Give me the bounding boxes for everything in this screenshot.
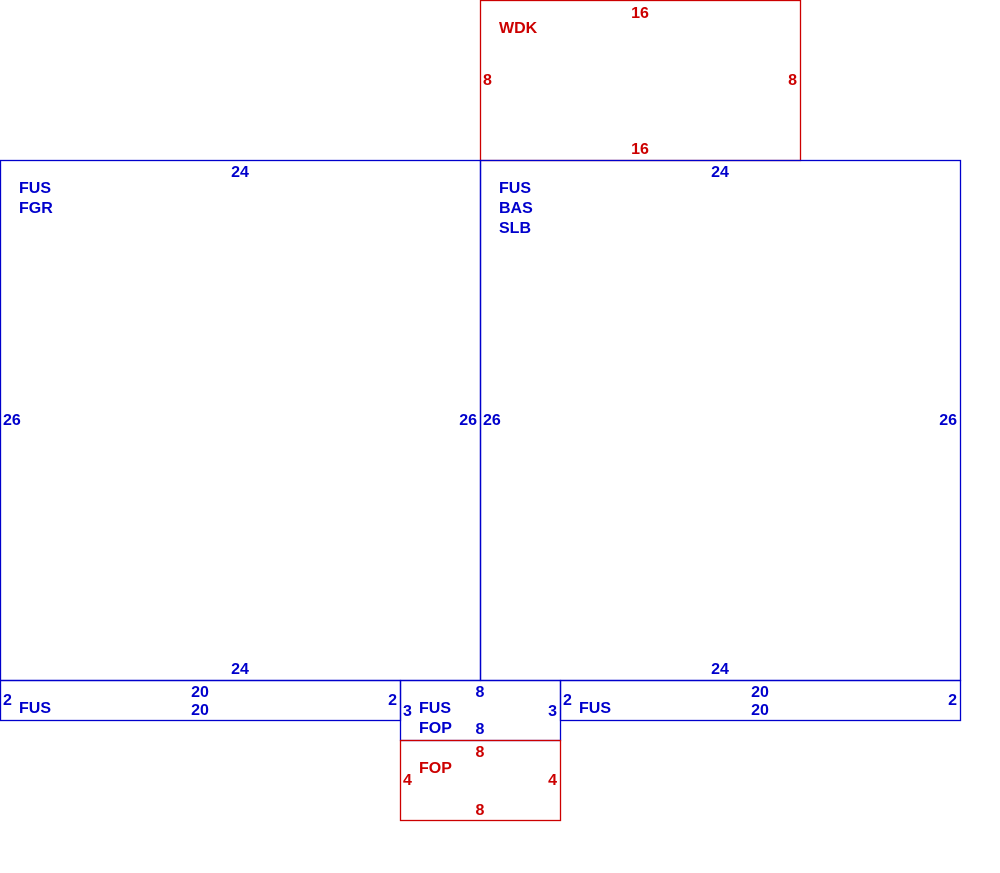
area-fop: FOP 8 8 4 4 <box>399 739 562 822</box>
area-fus-strip-right-outline <box>559 679 962 722</box>
area-fus-fop: FUS FOP 8 8 3 3 <box>399 679 562 742</box>
area-fop-dim-right: 4 <box>548 772 557 789</box>
area-fus-fgr: FUS FGR 24 24 26 26 <box>0 159 482 682</box>
area-wdk-dim-top: 16 <box>631 5 649 22</box>
area-fus-strip-right-label: FUS <box>579 700 611 717</box>
area-fus-fgr-label-1: FUS <box>19 180 51 197</box>
area-fus-fop-label-2: FOP <box>419 720 452 737</box>
area-wdk-label: WDK <box>499 20 538 37</box>
area-fus-fop-label-1: FUS <box>419 700 451 717</box>
area-fop-outline <box>399 739 562 822</box>
area-fus-fgr-label-2: FGR <box>19 200 53 217</box>
area-fus-fop-dim-bottom: 8 <box>476 721 485 738</box>
area-fus-strip-right: FUS 20 20 2 2 <box>559 679 962 722</box>
area-fus-fop-dim-right: 3 <box>548 703 557 720</box>
area-fus-strip-left: FUS 20 20 2 2 <box>0 679 402 722</box>
area-fus-strip-left-dim-left: 2 <box>3 692 12 709</box>
area-fus-strip-right-dim-top: 20 <box>751 684 769 701</box>
area-fus-fgr-dim-right: 26 <box>459 412 477 429</box>
area-fus-strip-right-dim-right: 2 <box>948 692 957 709</box>
area-fop-dim-left: 4 <box>403 772 412 789</box>
area-fus-bas-dim-bottom: 24 <box>711 661 729 678</box>
area-fus-strip-right-dim-bottom: 20 <box>751 702 769 719</box>
area-fus-strip-left-dim-bottom: 20 <box>191 702 209 719</box>
area-fus-bas-dim-left: 26 <box>483 412 501 429</box>
area-wdk-dim-bottom: 16 <box>631 141 649 158</box>
area-fus-bas-dim-top: 24 <box>711 164 729 181</box>
area-fus-bas-dim-right: 26 <box>939 412 957 429</box>
area-fus-bas-label-2: BAS <box>499 200 533 217</box>
area-fus-strip-left-dim-top: 20 <box>191 684 209 701</box>
area-fus-bas: FUS BAS SLB 24 24 26 26 <box>479 159 962 682</box>
area-wdk-dim-right: 8 <box>788 72 797 89</box>
area-fop-label: FOP <box>419 760 452 777</box>
area-fus-fgr-dim-left: 26 <box>3 412 21 429</box>
area-fus-bas-label-1: FUS <box>499 180 531 197</box>
area-fus-bas-label-3: SLB <box>499 220 531 237</box>
area-wdk: WDK 16 16 8 8 <box>479 0 802 162</box>
area-fop-dim-bottom: 8 <box>476 802 485 819</box>
area-wdk-dim-left: 8 <box>483 72 492 89</box>
area-fus-fgr-outline <box>0 159 482 682</box>
area-fus-fop-dim-left: 3 <box>403 703 412 720</box>
area-fus-fgr-dim-bottom: 24 <box>231 661 249 678</box>
area-fus-strip-right-dim-left: 2 <box>563 692 572 709</box>
area-fus-fop-dim-top: 8 <box>476 684 485 701</box>
area-fop-dim-top: 8 <box>476 744 485 761</box>
area-fus-fgr-dim-top: 24 <box>231 164 249 181</box>
area-fus-strip-left-label: FUS <box>19 700 51 717</box>
area-fus-strip-left-dim-right: 2 <box>388 692 397 709</box>
area-fus-bas-outline <box>479 159 962 682</box>
